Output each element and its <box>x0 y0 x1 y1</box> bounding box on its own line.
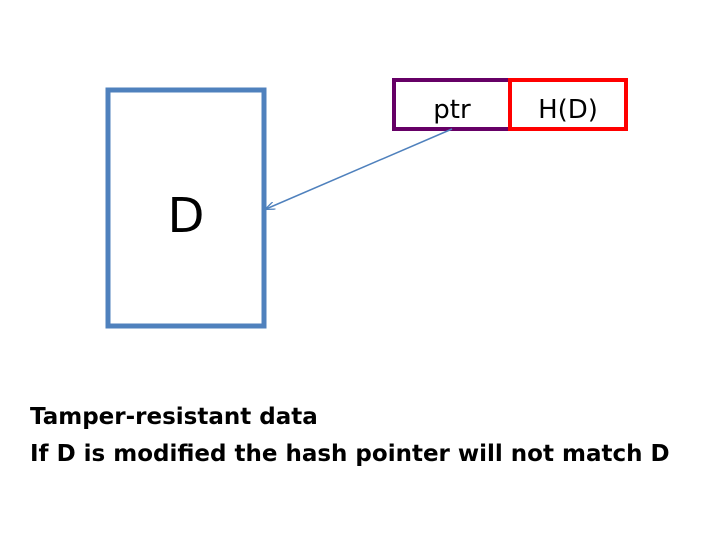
hash-cell <box>508 78 628 131</box>
data-block <box>105 87 267 329</box>
ptr-label: ptr <box>433 95 471 125</box>
ptr-cell <box>392 78 512 131</box>
caption-description: If D is modified the hash pointer will n… <box>30 441 670 467</box>
hash-label: H(D) <box>538 95 598 125</box>
pointer-arrow <box>266 128 453 209</box>
caption-title: Tamper-resistant data <box>30 404 318 430</box>
data-block-label: D <box>168 188 205 244</box>
